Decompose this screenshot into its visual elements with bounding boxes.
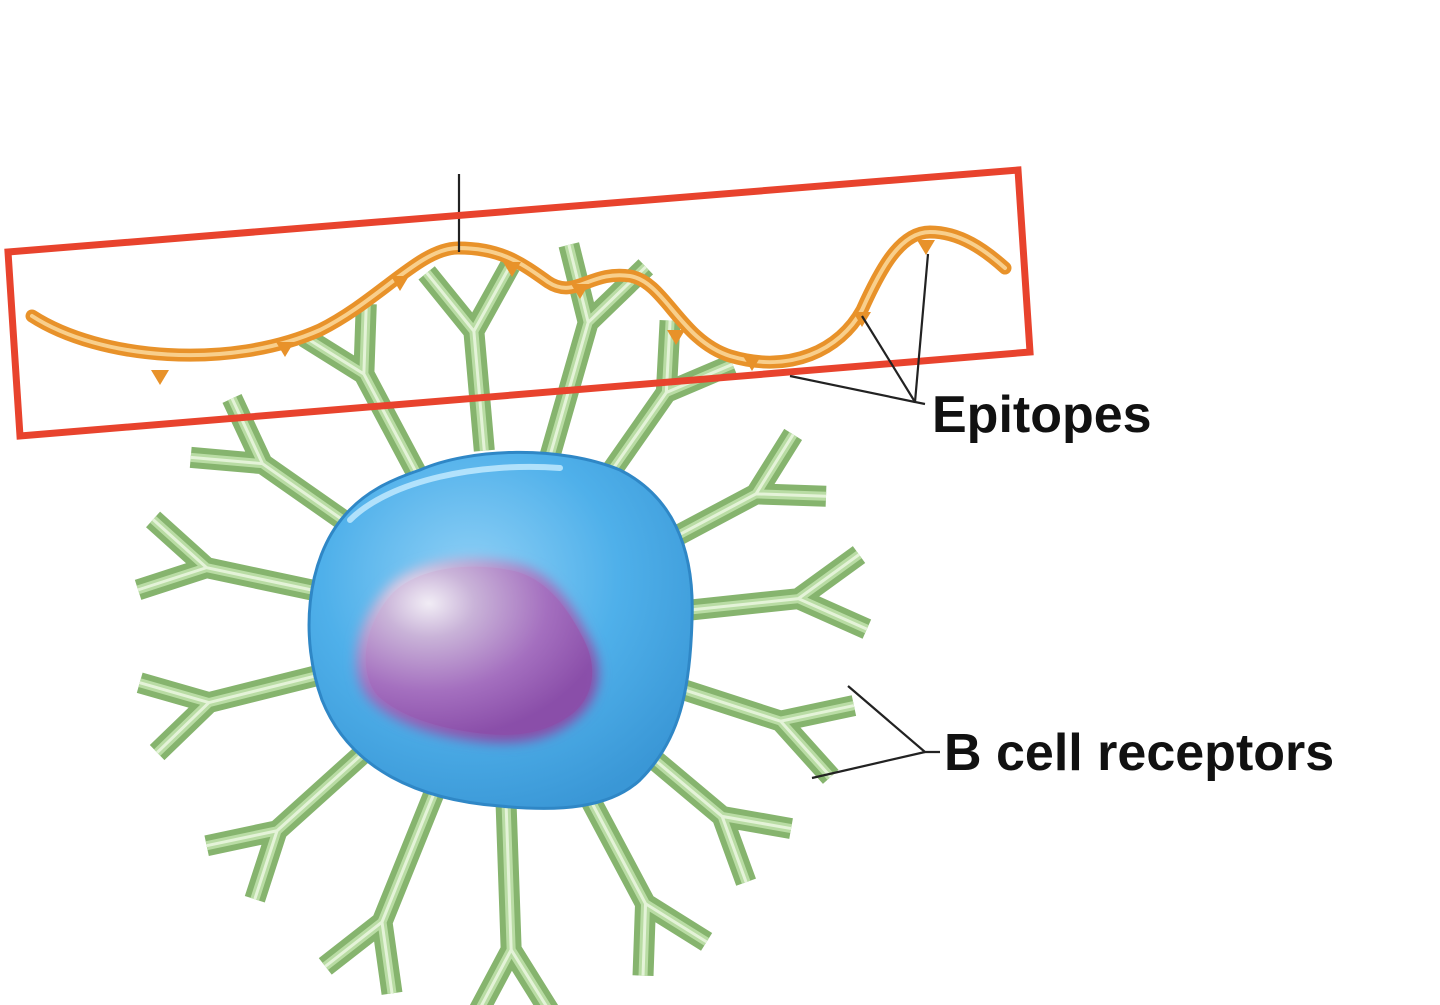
receptor-outer <box>677 678 857 784</box>
b-cell-receptor <box>318 788 445 995</box>
b-cell-receptors-label: B cell receptors <box>944 724 1334 782</box>
epitope-mark <box>917 240 935 255</box>
epitope-mark <box>151 370 169 385</box>
b-cell-receptor <box>638 744 793 886</box>
antigen-strand-highlight <box>30 229 1007 365</box>
receptor-hl <box>480 804 548 1005</box>
receptor-hl <box>324 791 436 994</box>
antigen-strand-icon <box>25 225 1012 385</box>
b-cell-receptor <box>575 784 713 977</box>
receptors-leader-lines <box>811 685 940 780</box>
epitope-mark <box>391 276 409 291</box>
epitopes-leader-lines <box>789 253 930 406</box>
epitope-mark <box>743 356 761 371</box>
receptor-hl <box>583 788 708 976</box>
highlight-box <box>4 166 1034 440</box>
nucleus-body <box>365 566 593 735</box>
epitope-mark <box>503 262 521 277</box>
b-cell-receptor <box>136 665 319 761</box>
receptor-hl <box>680 687 855 778</box>
epitope-mark <box>853 312 871 327</box>
b-cell-icon <box>307 450 694 810</box>
epitope-mark <box>276 342 294 357</box>
antigen-strand <box>25 225 1012 369</box>
epitopes-label: Epitopes <box>932 386 1152 444</box>
receptor-hl <box>644 750 792 883</box>
receptor-hl <box>139 674 317 754</box>
epitope-mark <box>667 330 685 345</box>
b-cell-receptor <box>298 303 432 490</box>
receptor-hl <box>137 518 315 592</box>
cell-rim-highlight <box>347 463 563 523</box>
b-cell-receptor <box>134 511 317 601</box>
b-cell-receptor <box>469 804 559 1005</box>
b-cell-receptor <box>418 260 520 452</box>
epitope-mark <box>571 284 589 299</box>
receptor-hl <box>303 303 424 486</box>
epitope-marks <box>151 240 935 385</box>
b-cell-receptor <box>687 546 872 639</box>
b-cell-receptor <box>662 428 827 551</box>
receptor-hl <box>190 397 350 526</box>
receptor-hl <box>206 752 364 900</box>
b-cell-receptor <box>189 393 355 533</box>
receptor-hl <box>667 433 827 543</box>
b-cell-receptor <box>204 745 370 903</box>
receptor-hl <box>425 264 512 451</box>
receptor-hl <box>688 553 868 631</box>
b-cell-receptor <box>677 678 857 784</box>
